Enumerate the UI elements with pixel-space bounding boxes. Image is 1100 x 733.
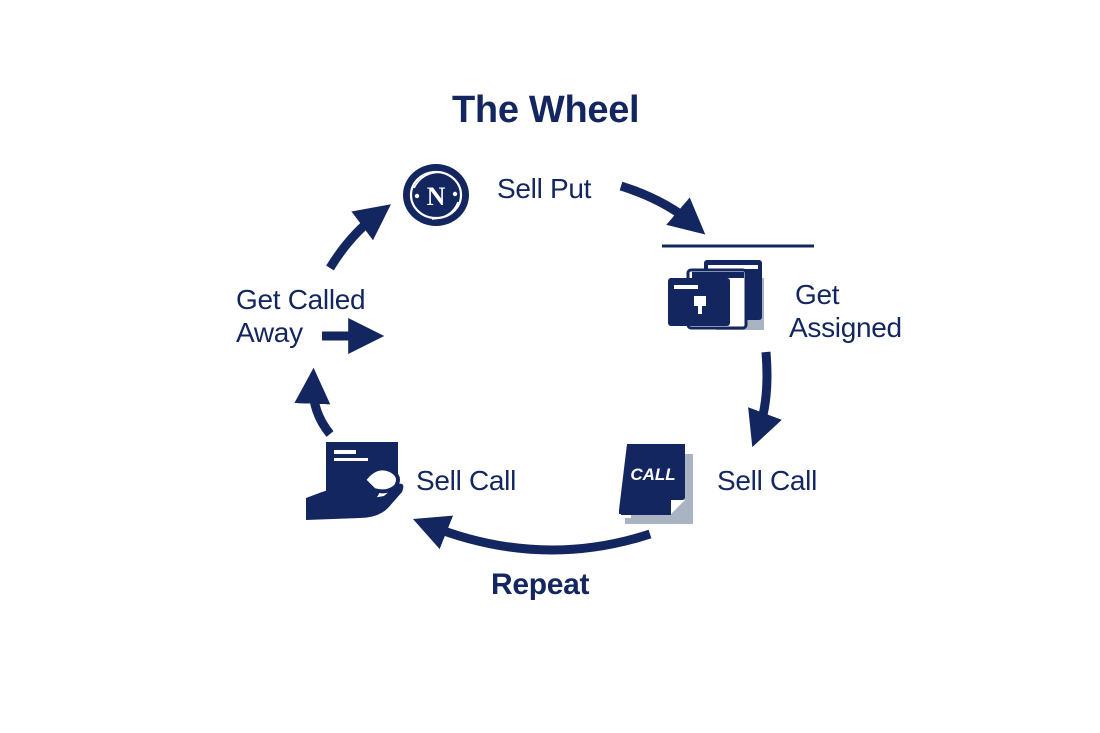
step-sell-call-right: Sell Call bbox=[717, 465, 818, 496]
step-get-assigned-line2: Assigned bbox=[789, 312, 902, 344]
step-get-called-away-line2: Away bbox=[236, 317, 303, 349]
step-get-called-away: Get Called Away bbox=[236, 283, 366, 349]
step-sell-put: Sell Put bbox=[497, 173, 592, 204]
arrow-assigned-to-sellcall bbox=[748, 351, 782, 448]
coin-letter: N bbox=[427, 182, 446, 211]
diagram-title: The Wheel bbox=[452, 89, 640, 131]
repeat-label: Repeat bbox=[491, 568, 590, 601]
call-document-icon: CALL bbox=[619, 444, 693, 524]
hand-with-card-icon bbox=[306, 442, 404, 520]
step-get-assigned-line1: Get bbox=[795, 279, 840, 310]
step-get-assigned: Get Assigned bbox=[789, 278, 902, 344]
arrow-sellcall-to-calledaway bbox=[294, 367, 334, 437]
call-document-text: CALL bbox=[630, 465, 675, 484]
arrow-sellput-to-assigned bbox=[619, 181, 706, 235]
coin-icon: N bbox=[403, 164, 469, 226]
step-get-called-away-line1: Get Called bbox=[236, 284, 366, 315]
arrow-repeat-arc bbox=[412, 515, 652, 555]
arrow-calledaway-to-sellput bbox=[326, 204, 391, 271]
step-sell-call-left: Sell Call bbox=[416, 465, 517, 496]
cards-icon bbox=[668, 260, 764, 330]
